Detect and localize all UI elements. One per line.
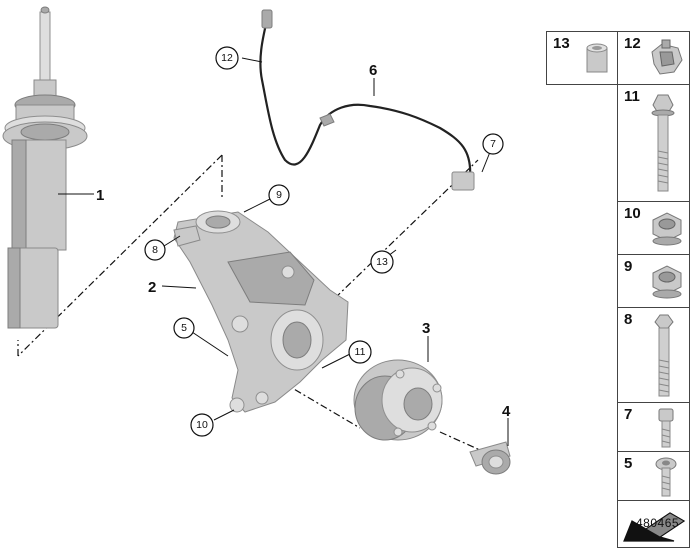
leader-2 — [161, 285, 197, 289]
parts-cell-number: 9 — [624, 258, 633, 275]
svg-text:13: 13 — [376, 256, 388, 268]
callout-9: 9 — [268, 184, 290, 206]
leader-12 — [241, 57, 263, 63]
orientation-arrow-icon — [623, 512, 686, 542]
document-number: 480465 — [636, 516, 680, 530]
svg-text:10: 10 — [196, 419, 208, 431]
steering-knuckle — [173, 210, 349, 413]
hex-nut-icon — [652, 212, 682, 246]
svg-text:11: 11 — [355, 346, 366, 358]
parts-cell-5: 5 — [617, 451, 690, 501]
parts-cell-7: 7 — [617, 402, 690, 452]
callout-12: 12 — [215, 46, 239, 70]
callout-2: 2 — [148, 279, 156, 296]
callout-1: 1 — [96, 187, 104, 204]
leader-8 — [163, 235, 181, 247]
callout-11: 11 — [348, 340, 372, 364]
assembly-line-hub — [281, 381, 361, 429]
svg-text:5: 5 — [181, 322, 187, 334]
parts-cell-11: 11 — [617, 84, 690, 202]
leader-7 — [481, 151, 491, 173]
parts-cell-9: 9 — [617, 254, 690, 308]
svg-text:12: 12 — [221, 52, 233, 64]
callout-10: 10 — [190, 413, 214, 437]
wheel-hub — [353, 359, 443, 441]
callout-3: 3 — [422, 320, 430, 337]
leader-11 — [321, 353, 351, 369]
socket-head-screw-icon — [658, 408, 674, 448]
leader-10 — [213, 409, 235, 421]
parts-cell-number: 7 — [624, 406, 633, 423]
cable-clip-icon — [651, 39, 683, 75]
svg-text:8: 8 — [152, 244, 158, 256]
svg-text:9: 9 — [276, 189, 282, 201]
hex-flange-bolt-icon — [651, 94, 675, 192]
svg-text:7: 7 — [490, 138, 496, 150]
parts-cell-number: 12 — [624, 35, 641, 52]
parts-cell-8: 8 — [617, 307, 690, 403]
axle-bolt — [469, 441, 511, 475]
callout-6: 6 — [369, 62, 377, 79]
parts-cell-13: 13 — [546, 31, 618, 85]
hex-nut-icon — [652, 265, 682, 299]
assembly-line-strut — [17, 154, 223, 357]
callout-7: 7 — [482, 133, 504, 155]
parts-cell-number: 13 — [553, 35, 570, 52]
parts-cell-number: 5 — [624, 455, 633, 472]
callout-5: 5 — [173, 317, 195, 339]
shock-absorber-strut — [2, 6, 88, 329]
bushing-sleeve-icon — [586, 43, 608, 73]
assembly-line-bolt — [439, 431, 481, 451]
callout-4: 4 — [502, 403, 511, 420]
parts-cell-number: 8 — [624, 311, 633, 328]
wheel-speed-sensor — [259, 9, 475, 191]
parts-cell-12: 12 — [617, 31, 690, 85]
parts-cell-10: 10 — [617, 201, 690, 255]
leader-9 — [243, 197, 273, 213]
parts-cell-number: 11 — [624, 88, 640, 105]
callout-13: 13 — [370, 250, 394, 274]
callout-8: 8 — [144, 239, 166, 261]
torx-screw-icon — [655, 457, 677, 497]
parts-cell-number: 10 — [624, 205, 641, 222]
hex-bolt-long-icon — [654, 314, 674, 397]
leader-5 — [191, 331, 229, 357]
exploded-parts-diagram: 1 2 3 4 6 5 7 8 9 10 11 12 13 — [2, 6, 511, 475]
